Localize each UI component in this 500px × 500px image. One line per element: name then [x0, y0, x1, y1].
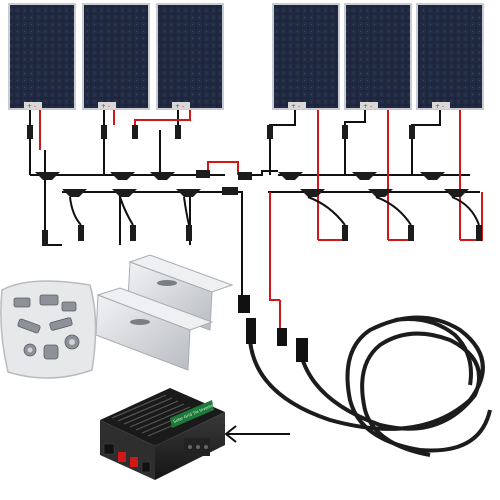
solar-panel-1: + - [8, 3, 76, 110]
wiring-left [29, 110, 243, 300]
solar-panel-2: + - [82, 3, 150, 110]
svg-text:+ -: + - [175, 103, 184, 110]
svg-text:+ -: + - [27, 103, 36, 110]
solar-panel-array-right: + - + - + - [272, 3, 484, 110]
solar-panel-4: + - [272, 3, 340, 110]
svg-text:+ -: + - [435, 103, 444, 110]
wiring-right [250, 110, 483, 330]
extension-cable [248, 315, 492, 457]
solar-panel-5: + - [344, 3, 412, 110]
solar-panel-6: + - [416, 3, 484, 110]
inverter-icon: Solar Grid Tie Inverter [100, 388, 225, 480]
mounting-brackets [95, 254, 234, 371]
svg-text:+ -: + - [101, 103, 110, 110]
svg-text:+ -: + - [291, 103, 300, 110]
mounting-bracket-icon [127, 254, 234, 331]
hardware-bag-icon [0, 280, 97, 379]
mc4-connectors-right [238, 125, 482, 241]
mc4-connectors-left [27, 125, 238, 246]
solar-panel-3: + - [156, 3, 224, 110]
solar-panel-array-left: + - + - + - [8, 3, 224, 110]
mounting-bracket-icon [95, 287, 214, 371]
arrow-left-icon [224, 425, 290, 443]
mc4-branch-connector-icon [35, 172, 60, 180]
svg-text:+ -: + - [363, 103, 372, 110]
extension-cable-connectors [238, 295, 308, 362]
